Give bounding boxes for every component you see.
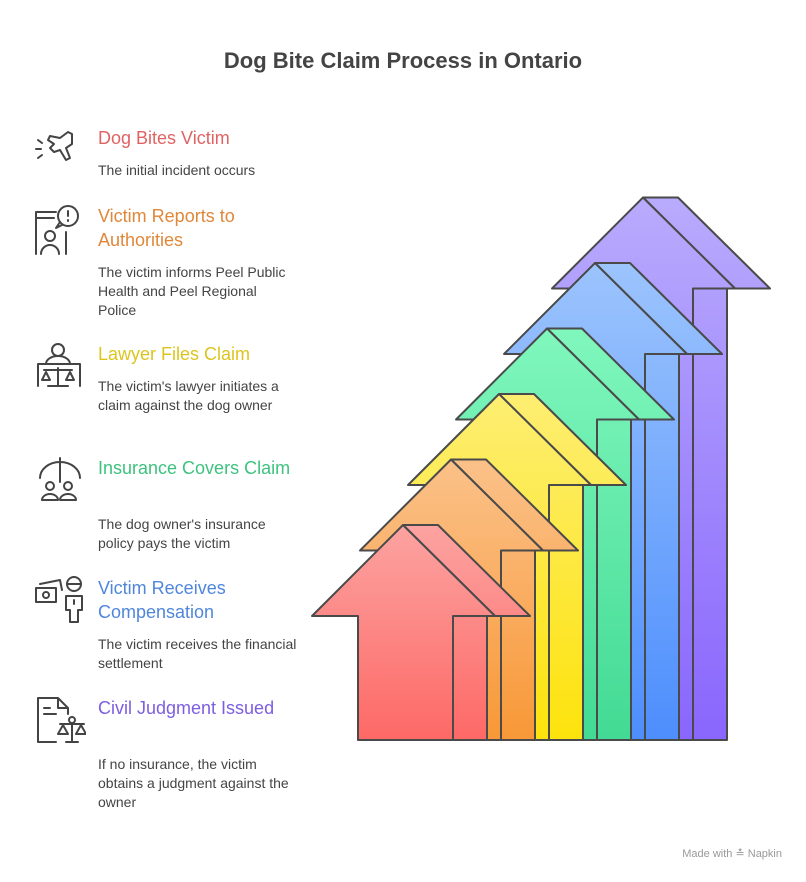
step-description: If no insurance, the victim obtains a ju… — [98, 756, 289, 810]
footer-credit: Made with ≛ Napkin — [682, 847, 782, 860]
step-title: Lawyer Files Claim — [98, 344, 251, 364]
step-description: The initial incident occurs — [98, 162, 256, 178]
step-description: The victim receives the financial settle… — [98, 636, 297, 671]
dog-bite-icon — [35, 131, 73, 161]
umbrella-people-icon — [39, 457, 81, 501]
step-description: The victim informs Peel Public Health an… — [98, 264, 286, 318]
step-title: Victim Reports to Authorities — [98, 206, 235, 250]
napkin-logo-icon: ≛ — [735, 848, 745, 860]
phone-alert-person-icon — [35, 205, 79, 255]
money-person-icon — [35, 576, 83, 623]
step-description: The dog owner's insurance policy pays th… — [98, 516, 266, 551]
arrow-step-1 — [311, 524, 531, 741]
made-with-label: Made with — [682, 848, 733, 860]
page-title: Dog Bite Claim Process in Ontario — [223, 48, 583, 73]
arrow-front-1 — [311, 524, 496, 741]
step-title: Civil Judgment Issued — [98, 698, 275, 718]
napkin-brand: Napkin — [747, 848, 782, 860]
step-title: Victim Receives Compensation — [98, 578, 226, 622]
step-title: Insurance Covers Claim — [98, 458, 291, 478]
lawyer-scales-icon — [37, 343, 81, 387]
step-description: The victim's lawyer initiates a claim ag… — [98, 378, 279, 413]
document-scales-icon — [37, 697, 86, 743]
step-title: Dog Bites Victim — [98, 128, 230, 148]
